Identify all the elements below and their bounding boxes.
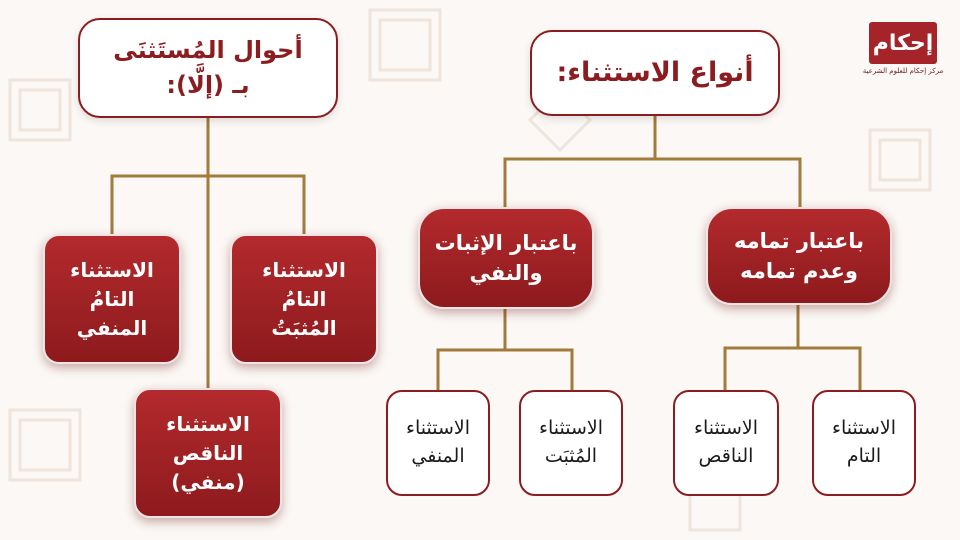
complete-exception-node: الاستثناء التام bbox=[812, 390, 916, 496]
by-completeness-node: باعتبار تمامه وعدم تمامه bbox=[706, 207, 892, 305]
affirmative-exception-node: الاستثناء المُثبَت bbox=[519, 390, 623, 496]
incomplete-negative-node: الاستثناء الناقص (منفي) bbox=[134, 388, 282, 518]
brand-logo: إحكام مركز إحكام للعلوم الشرعية bbox=[862, 22, 944, 92]
complete-affirmative-node: الاستثناء التامُ المُثبَتُ bbox=[230, 234, 378, 364]
logo-mark: إحكام bbox=[869, 22, 937, 64]
complete-negative-node: الاستثناء التامُ المنفي bbox=[43, 234, 181, 364]
logo-subtitle: مركز إحكام للعلوم الشرعية bbox=[862, 67, 944, 75]
types-title-node: أنواع الاستثناء: bbox=[530, 30, 780, 116]
negative-exception-node: الاستثناء المنفي bbox=[386, 390, 490, 496]
by-affirmation-node: باعتبار الإثبات والنفي bbox=[418, 207, 594, 309]
incomplete-exception-node: الاستثناء الناقص bbox=[673, 390, 779, 496]
states-title-node: أحوال المُستَثنَى بـ (إلَّا): bbox=[78, 18, 338, 118]
